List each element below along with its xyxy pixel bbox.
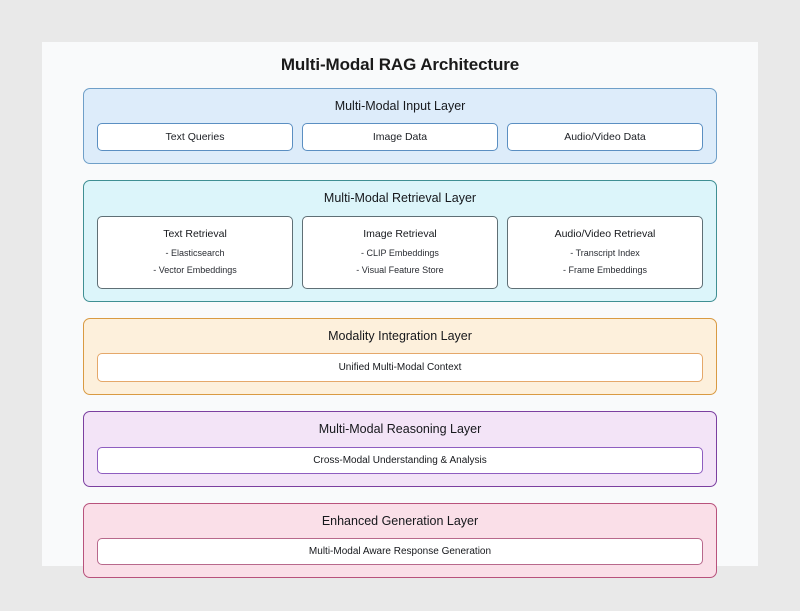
diagram-canvas: Multi-Modal RAG Architecture Multi-Modal… — [42, 42, 758, 578]
cell-sub-item: - Visual Feature Store — [356, 265, 444, 276]
cell-title: Text Retrieval — [163, 227, 227, 240]
layer-input-title: Multi-Modal Input Layer — [334, 99, 466, 113]
cell-title: Audio/Video Retrieval — [554, 227, 656, 240]
layer-input-columns: Text Queries Image Data Audio/Video Data — [97, 123, 703, 152]
cell-sub-item: - CLIP Embeddings — [361, 247, 439, 258]
cell-title: Multi-Modal Aware Response Generation — [308, 545, 492, 557]
layer-retrieval[interactable]: Multi-Modal Retrieval Layer Text Retriev… — [83, 180, 717, 303]
layer-reasoning-columns: Cross-Modal Understanding & Analysis — [97, 446, 703, 474]
layer-generation-cell-response[interactable]: Multi-Modal Aware Response Generation — [97, 537, 703, 565]
cell-sub-item: - Elasticsearch — [165, 247, 225, 258]
layer-reasoning-title: Multi-Modal Reasoning Layer — [318, 422, 482, 437]
layer-input-cell-text-queries[interactable]: Text Queries — [97, 123, 293, 152]
layer-integration[interactable]: Modality Integration Layer Unified Multi… — [83, 318, 717, 396]
cell-title: Unified Multi-Modal Context — [338, 362, 462, 374]
layer-generation-columns: Multi-Modal Aware Response Generation — [97, 537, 703, 565]
cell-title: Audio/Video Data — [564, 131, 646, 144]
layer-retrieval-cell-image[interactable]: Image Retrieval - CLIP Embeddings - Visu… — [302, 215, 498, 290]
cell-title: Image Retrieval — [363, 227, 437, 240]
layer-input-cell-image-data[interactable]: Image Data — [302, 123, 498, 152]
layer-input[interactable]: Multi-Modal Input Layer Text Queries Ima… — [83, 88, 717, 165]
layer-integration-cell-unified-context[interactable]: Unified Multi-Modal Context — [97, 353, 703, 383]
cell-title: Image Data — [372, 131, 428, 144]
layer-retrieval-cell-audio-video[interactable]: Audio/Video Retrieval - Transcript Index… — [507, 215, 703, 290]
page-title: Multi-Modal RAG Architecture — [280, 55, 520, 74]
layer-generation-title: Enhanced Generation Layer — [321, 513, 479, 528]
layer-input-cell-audio-video-data[interactable]: Audio/Video Data — [507, 123, 703, 152]
cell-sub-item: - Frame Embeddings — [562, 265, 648, 276]
cell-title: Text Queries — [165, 131, 225, 144]
cell-sub-item: - Vector Embeddings — [153, 265, 237, 276]
cell-sub-item: - Transcript Index — [570, 247, 640, 258]
layer-retrieval-cell-text[interactable]: Text Retrieval - Elasticsearch - Vector … — [97, 215, 293, 290]
cell-title: Cross-Modal Understanding & Analysis — [313, 454, 487, 466]
layer-stack: Multi-Modal Input Layer Text Queries Ima… — [42, 88, 758, 578]
layer-retrieval-title: Multi-Modal Retrieval Layer — [323, 191, 477, 206]
layer-integration-columns: Unified Multi-Modal Context — [97, 353, 703, 383]
layer-generation[interactable]: Enhanced Generation Layer Multi-Modal Aw… — [83, 502, 717, 578]
layer-retrieval-columns: Text Retrieval - Elasticsearch - Vector … — [97, 215, 703, 290]
layer-reasoning[interactable]: Multi-Modal Reasoning Layer Cross-Modal … — [83, 411, 717, 487]
layer-integration-title: Modality Integration Layer — [328, 329, 472, 344]
layer-reasoning-cell-cross-modal[interactable]: Cross-Modal Understanding & Analysis — [97, 446, 703, 474]
